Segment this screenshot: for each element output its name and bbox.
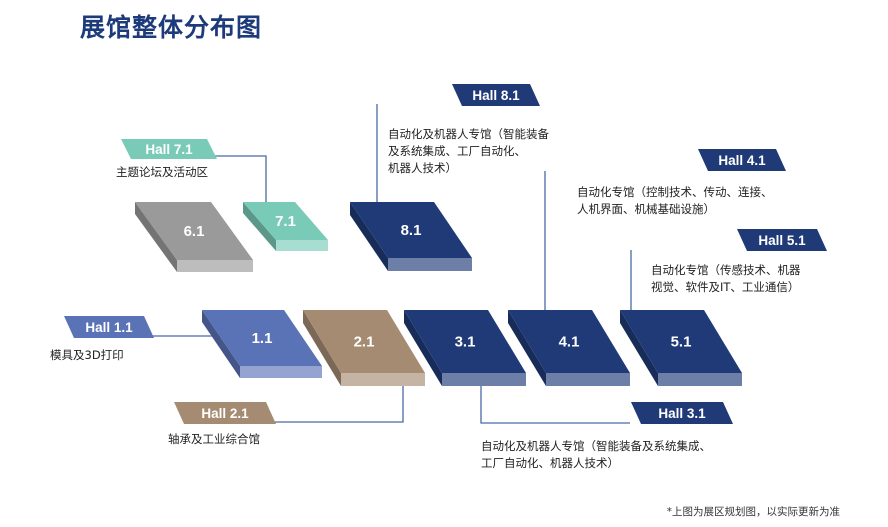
description-line: 自动化专馆（控制技术、传动、连接、 <box>577 185 773 199</box>
hall-block-1-1: 1.1 <box>202 310 322 378</box>
description-line: 工厂自动化、机器人技术） <box>481 456 619 470</box>
hall-tag-7-1: Hall 7.1 <box>121 139 217 159</box>
hall-tag-shape <box>452 84 540 106</box>
hall-tag-label: Hall 7.1 <box>145 142 193 157</box>
hall-block-7-1: 7.1 <box>243 202 328 251</box>
hall-3-1-description: 自动化及机器人专馆（智能装备及系统集成、工厂自动化、机器人技术） <box>481 438 711 472</box>
hall-tag-label: Hall 5.1 <box>758 233 806 248</box>
connector-line-7-1 <box>207 155 267 202</box>
block-front-face <box>442 373 526 386</box>
description-line: 自动化专馆（传感技术、机器 <box>651 263 801 277</box>
description-line: 轴承及工业综合馆 <box>168 432 260 446</box>
hall-tag-1-1: Hall 1.1 <box>64 316 154 338</box>
hall-tag-3-1: Hall 3.1 <box>631 402 733 424</box>
hall-block-8-1: 8.1 <box>350 202 472 271</box>
block-top-face <box>243 202 328 240</box>
hall-block-3-1: 3.1 <box>404 310 526 386</box>
hall-tag-shape <box>64 316 154 338</box>
description-line: 主题论坛及活动区 <box>116 165 208 179</box>
footnote: *上图为展区规划图，以实际更新为准 <box>666 506 840 518</box>
hall-tag-shape <box>737 229 827 251</box>
block-label: 3.1 <box>455 334 476 351</box>
block-label: 4.1 <box>559 334 580 351</box>
hall-1-1-description: 模具及3D打印 <box>50 347 124 364</box>
block-front-face <box>546 373 630 386</box>
block-side-face <box>350 202 388 271</box>
description-line: 自动化及机器人专馆（智能装备 <box>388 127 549 141</box>
hall-tag-label: Hall 8.1 <box>472 88 520 103</box>
block-front-face <box>388 258 472 271</box>
description-line: 及系统集成、工厂自动化、 <box>388 144 526 158</box>
hall-tag-4-1: Hall 4.1 <box>698 149 786 171</box>
hall-tag-shape <box>698 149 786 171</box>
block-side-face <box>404 310 442 386</box>
page-title: 展馆整体分布图 <box>80 13 263 42</box>
block-side-face <box>303 310 341 386</box>
block-side-face <box>508 310 546 386</box>
block-label: 1.1 <box>252 330 273 347</box>
hall-block-2-1: 2.1 <box>303 310 425 386</box>
block-label: 6.1 <box>184 223 205 240</box>
block-side-face <box>202 310 240 378</box>
block-top-face <box>620 310 742 373</box>
connector-line-3-1 <box>480 386 630 424</box>
hall-tag-shape <box>631 402 733 424</box>
hall-4-1-description: 自动化专馆（控制技术、传动、连接、人机界面、机械基础设施） <box>577 184 773 218</box>
description-line: 人机界面、机械基础设施） <box>577 202 715 216</box>
description-line: 机器人技术） <box>388 161 457 175</box>
block-label: 7.1 <box>275 213 296 230</box>
hall-7-1-description: 主题论坛及活动区 <box>116 164 208 181</box>
block-top-face <box>135 202 253 260</box>
block-front-face <box>276 240 328 251</box>
hall-tag-label: Hall 2.1 <box>201 406 249 421</box>
hall-block-4-1: 4.1 <box>508 310 630 386</box>
block-front-face <box>177 260 253 272</box>
block-label: 8.1 <box>401 222 422 239</box>
hall-tag-label: Hall 3.1 <box>658 406 706 421</box>
block-label: 2.1 <box>354 334 375 351</box>
hall-tag-shape <box>121 139 217 159</box>
block-front-face <box>341 373 425 386</box>
block-top-face <box>202 310 322 366</box>
block-top-face <box>404 310 526 373</box>
description-line: 模具及3D打印 <box>50 348 124 362</box>
hall-blocks: 6.1 7.1 8.1 1.1 2.1 3.1 4.1 5.1 <box>135 202 742 386</box>
hall-8-1-description: 自动化及机器人专馆（智能装备及系统集成、工厂自动化、机器人技术） <box>388 126 549 177</box>
connector-lines <box>130 104 632 424</box>
hall-tag-2-1: Hall 2.1 <box>174 402 276 424</box>
block-side-face <box>620 310 658 386</box>
hall-2-1-description: 轴承及工业综合馆 <box>168 431 260 448</box>
hall-tag-5-1: Hall 5.1 <box>737 229 827 251</box>
hall-tag-label: Hall 1.1 <box>85 320 133 335</box>
block-front-face <box>658 373 742 386</box>
block-label: 5.1 <box>671 334 692 351</box>
block-side-face <box>135 202 177 272</box>
description-line: 视觉、软件及IT、工业通信） <box>651 280 800 294</box>
block-front-face <box>240 366 322 378</box>
hall-tag-label: Hall 4.1 <box>718 153 766 168</box>
hall-block-5-1: 5.1 <box>620 310 742 386</box>
block-top-face <box>508 310 630 373</box>
hall-tag-shape <box>174 402 276 424</box>
block-side-face <box>243 202 276 251</box>
hall-tag-8-1: Hall 8.1 <box>452 84 540 106</box>
block-top-face <box>350 202 472 258</box>
hall-block-6-1: 6.1 <box>135 202 253 272</box>
connector-line-2-1 <box>265 386 404 423</box>
hall-5-1-description: 自动化专馆（传感技术、机器视觉、软件及IT、工业通信） <box>651 262 801 296</box>
block-top-face <box>303 310 425 373</box>
description-line: 自动化及机器人专馆（智能装备及系统集成、 <box>481 439 711 453</box>
